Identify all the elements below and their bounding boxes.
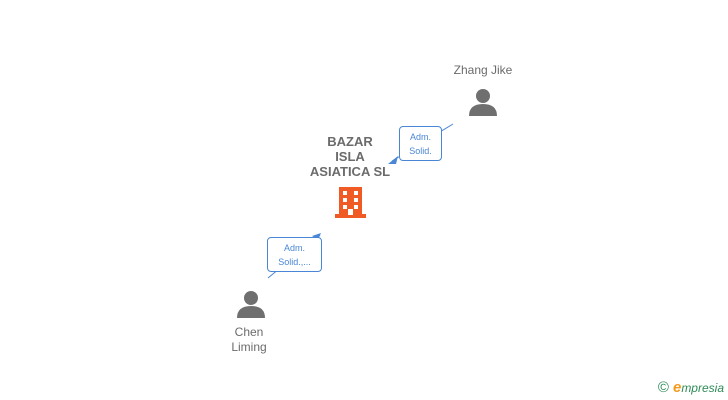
copyright-icon: © (657, 379, 669, 396)
brand-logo[interactable]: empresia (672, 379, 724, 396)
relation-role: Adm. (283, 243, 305, 253)
arrowhead-company-top (388, 156, 398, 164)
relation-role: Adm. (409, 132, 431, 142)
person-icon[interactable] (469, 89, 497, 116)
relation-type: Solid. (409, 146, 432, 156)
copyright-footer: © empresia (658, 379, 724, 396)
relation-type: Solid.,... (278, 257, 311, 267)
person-name-chen[interactable]: Chen Liming (231, 325, 267, 354)
relation-badge[interactable]: Adm. Solid. (399, 126, 442, 161)
person-icon[interactable] (237, 291, 265, 318)
person-name-zhang[interactable]: Zhang Jike (453, 63, 513, 77)
building-icon[interactable] (335, 187, 366, 218)
relation-badge[interactable]: Adm. Solid.,... (267, 237, 322, 272)
company-name[interactable]: BAZAR ISLA ASIATICA SL (309, 134, 391, 179)
